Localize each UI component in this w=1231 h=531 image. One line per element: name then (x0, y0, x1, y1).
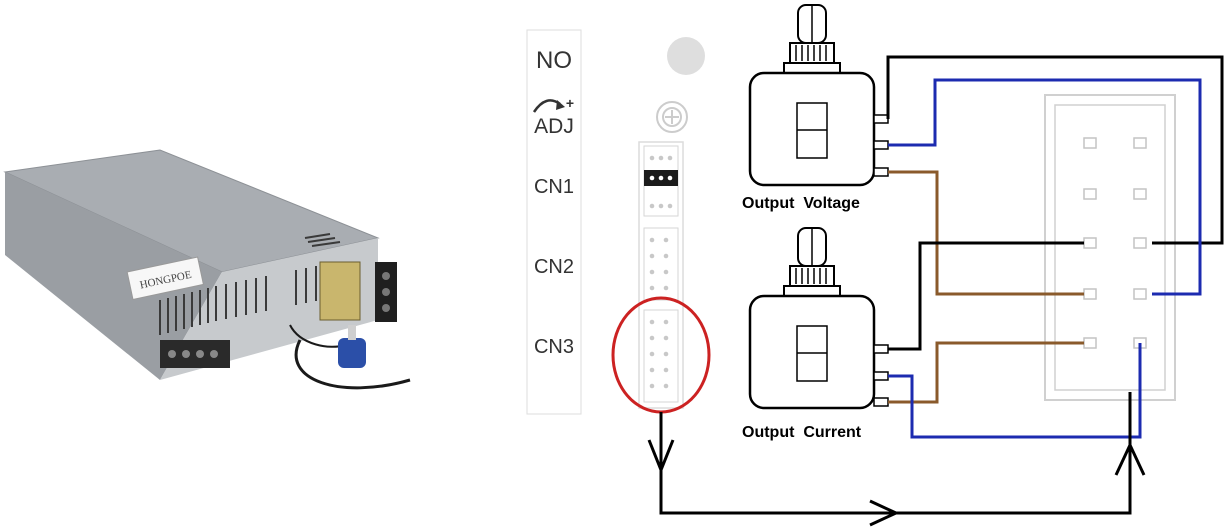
arrow-down-icon (647, 439, 675, 475)
wire-brown-voltage (888, 170, 1084, 296)
pin-2 (1133, 137, 1147, 149)
control-panel: NO + ADJ CN1 CN2 CN3 (526, 29, 582, 415)
label-cn3: CN3 (534, 336, 574, 358)
pin-1 (1083, 137, 1097, 149)
pin-9 (1083, 337, 1097, 349)
wire-black-current (888, 241, 1084, 351)
brand-sticker: HONGPOE (126, 256, 205, 301)
cn3-connector (643, 309, 679, 403)
label-adj-plus: + (566, 95, 574, 111)
connector-detail (1044, 94, 1176, 401)
connector-column (638, 141, 684, 409)
photo-potentiometer (338, 325, 366, 368)
pin-8 (1133, 288, 1147, 300)
wire-blue-voltage (888, 78, 1202, 296)
pin-6 (1133, 237, 1147, 249)
voltage-potentiometer: Output Voltage (742, 4, 889, 212)
label-cn1: CN1 (534, 176, 574, 198)
flow-arrow (647, 392, 1146, 527)
wire-blue-current (888, 343, 1142, 439)
current-potentiometer-label: Output Current (742, 424, 862, 441)
arrow-up-icon (1114, 441, 1146, 476)
pin-4 (1133, 188, 1147, 200)
label-adj: ADJ (534, 115, 574, 138)
adjust-screw-icon (656, 101, 688, 133)
indicator-led (667, 37, 705, 75)
cn2-connector (643, 227, 679, 301)
current-potentiometer: Output Current (742, 227, 889, 441)
arrow-right-icon (869, 499, 900, 527)
label-cn2: CN2 (534, 256, 574, 278)
wires (886, 55, 1224, 439)
pin-5 (1083, 237, 1097, 249)
voltage-potentiometer-label: Output Voltage (742, 195, 860, 212)
power-supply-photo: HONGPOE (3, 149, 411, 390)
pin-3 (1083, 188, 1097, 200)
pin-7 (1083, 288, 1097, 300)
label-no: NO (536, 47, 572, 74)
